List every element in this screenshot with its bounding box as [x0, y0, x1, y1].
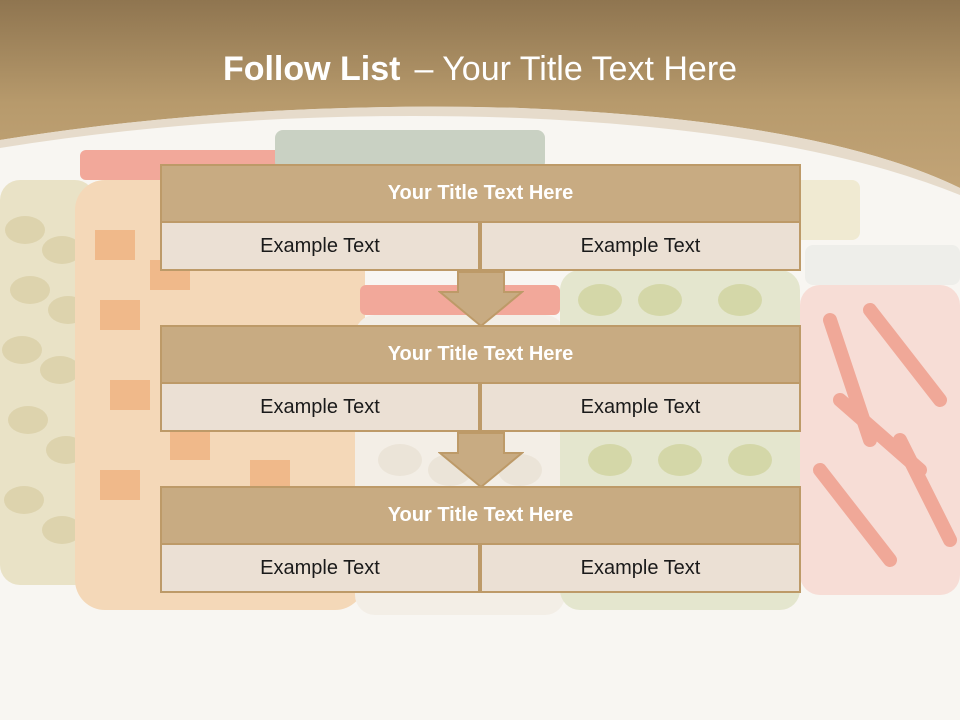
block-right-text: Example Text — [480, 543, 801, 593]
list-block-3: Your Title Text Here Example Text Exampl… — [160, 486, 801, 593]
list-block-1: Your Title Text Here Example Text Exampl… — [160, 164, 801, 271]
title-rest-part: – Your Title Text Here — [414, 50, 738, 88]
block-right-text: Example Text — [480, 221, 801, 271]
header-band — [0, 0, 960, 195]
list-block-2: Your Title Text Here Example Text Exampl… — [160, 325, 801, 432]
block-right-text: Example Text — [480, 382, 801, 432]
block-left-text: Example Text — [160, 543, 480, 593]
block-title: Your Title Text Here — [160, 486, 801, 545]
down-arrow-2 — [438, 432, 524, 489]
block-title: Your Title Text Here — [160, 164, 801, 223]
block-left-text: Example Text — [160, 221, 480, 271]
slide-title: Follow List – Your Title Text Here — [0, 50, 960, 89]
title-bold-part: Follow List — [222, 50, 401, 88]
down-arrow-1 — [438, 271, 524, 328]
block-left-text: Example Text — [160, 382, 480, 432]
block-title: Your Title Text Here — [160, 325, 801, 384]
